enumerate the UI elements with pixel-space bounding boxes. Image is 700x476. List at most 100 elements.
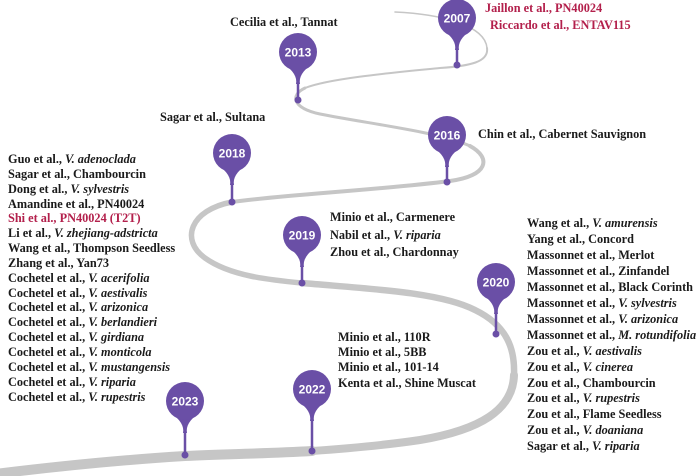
year-label: 2018 [219, 147, 246, 161]
entry-author: Cochetel et al., [8, 330, 89, 345]
entry-2018: Zhang et al., Yan73 [8, 256, 175, 271]
pin-2018: 2018 [213, 134, 251, 206]
entry-author: Shi et al., [8, 211, 60, 226]
entry-author: Massonnet et al., [527, 263, 619, 278]
road-segment [308, 371, 518, 455]
entry-author: Kenta et al., [338, 375, 405, 390]
entry-author: Cochetel et al., [8, 389, 89, 404]
entry-2018: Dong et al., V. sylvestris [8, 182, 175, 197]
road-segment [230, 144, 486, 204]
entry-subject: Flame Seedless [582, 407, 662, 422]
entry-subject: V. mustangensis [88, 359, 171, 374]
entry-subject: V. rupestris [88, 389, 146, 404]
pin-2013: 2013 [279, 33, 317, 104]
entry-subject: M. rotundifolia [618, 327, 697, 342]
entry-author: Wang et al., [527, 216, 593, 230]
entry-subject: Thompson Seedless [73, 241, 176, 256]
entry-subject: V. monticola [88, 344, 152, 359]
entry-2020: Massonnet et al., V. sylvestris [527, 296, 696, 312]
entry-2018: Sagar et al., Chambourcin [8, 167, 175, 182]
entry-2023: Cochetel et al., V. aestivalis [8, 286, 175, 301]
entry-2023: Cochetel et al., V. berlandieri [8, 315, 175, 330]
entry-subject: V. aestivalis [88, 285, 148, 300]
entry-2022: Minio et al., 101-14 [338, 360, 476, 375]
entry-author: Minio et al., [338, 330, 404, 344]
entry-author: Dong et al., [8, 181, 71, 196]
entry-subject: V. riparia [592, 439, 640, 454]
entry-author: Zou et al., [527, 359, 583, 374]
entry-2018: Amandine et al., PN40024 [8, 197, 175, 212]
entry-2018: Shi et al., PN40024 (T2T) [8, 211, 175, 226]
pin-2016: 2016 [428, 116, 466, 186]
entry-author: Nabil et al., [330, 227, 394, 242]
entry-subject: Shine Muscat [404, 375, 477, 390]
entry-2023: Cochetel et al., V. arizonica [8, 300, 175, 315]
entry-subject: V. doaniana [582, 423, 644, 438]
entry-author: Cochetel et al., [8, 270, 89, 285]
entry-subject: Chambourcin [582, 375, 656, 390]
entry-author: Cochetel et al., [8, 300, 89, 315]
entry-2020: Massonnet et al., Black Corinth [527, 280, 696, 296]
entry-subject: V. riparia [393, 227, 441, 242]
road-segment [0, 446, 317, 476]
entry-2020: Massonnet et al., Merlot [527, 248, 696, 264]
entry-subject: V. amurensis [592, 216, 658, 230]
pin-2022: 2022 [293, 370, 331, 455]
entry-subject: 5BB [403, 345, 427, 360]
entry-2020: Wang et al., V. amurensis [527, 216, 696, 232]
entry-subject: Yan73 [76, 255, 110, 270]
entry-2023: Cochetel et al., V. acerifolia [8, 271, 175, 286]
entry-2020: Massonnet et al., V. arizonica [527, 312, 696, 328]
entry-author: Yang et al., [527, 231, 589, 246]
entry-subject: V. adenoclada [65, 152, 136, 166]
entry-2020: Zou et al., V. doaniana [527, 423, 696, 439]
entry-author: Minio et al., [338, 345, 404, 360]
year-label: 2023 [172, 395, 199, 409]
entry-2013-0: Cecilia et al., Tannat [230, 15, 338, 29]
year-label: 2019 [289, 229, 316, 243]
entry-author: Sagar et al., [8, 166, 74, 181]
entry-author: Zou et al., [527, 407, 583, 422]
entry-author: Minio et al., [330, 210, 396, 224]
entry-author: Zhang et al., [8, 255, 77, 270]
entry-2022: Kenta et al., Shine Muscat [338, 376, 476, 391]
entry-author: Cochetel et al., [8, 285, 89, 300]
entry-subject: V. berlandieri [88, 315, 158, 330]
entry-2007-1: Riccardo et al., ENTAV115 [490, 18, 631, 32]
entry-2020: Massonnet et al., Zinfandel [527, 264, 696, 280]
entry-author: Zhou et al., [330, 245, 393, 259]
year-label: 2013 [285, 46, 312, 60]
entry-subject: Chardonnay [392, 245, 459, 259]
pin-2020: 2020 [477, 263, 515, 338]
entry-author: Wang et al., [8, 241, 74, 256]
entry-subject: V. cinerea [582, 359, 634, 374]
entry-subject: PN40024 (T2T) [59, 211, 141, 226]
entry-2018-label: Sagar et al., Sultana [160, 110, 266, 124]
entry-2018: Li et al., V. zhejiang-adstricta [8, 226, 175, 241]
entry-author: Zou et al., [527, 343, 583, 358]
entry-subject: V. zhejiang-adstricta [54, 226, 158, 241]
entry-subject: V. arizonica [618, 311, 679, 326]
entry-subject: PN40024 [97, 196, 145, 211]
entry-2018: Wang et al., Thompson Seedless [8, 241, 175, 256]
entry-2020: Zou et al., V. aestivalis [527, 344, 696, 360]
entry-subject: Zinfandel [618, 263, 670, 278]
entry-subject: V. sylvestris [70, 181, 130, 196]
entry-subject: Carmenere [395, 210, 456, 224]
entry-subject: V. sylvestris [618, 295, 677, 310]
entry-author: Massonnet et al., [527, 327, 619, 342]
entry-subject: V. arizonica [88, 300, 149, 315]
road-segment [298, 279, 518, 379]
entry-2022: Minio et al., 5BB [338, 345, 476, 360]
entry-author: Massonnet et al., [527, 247, 619, 262]
entry-author: Li et al., [8, 226, 55, 241]
entry-subject: Black Corinth [618, 279, 694, 294]
entry-2022: Minio et al., 110R [338, 330, 476, 345]
entry-2020: Sagar et al., V. riparia [527, 439, 696, 455]
year-label: 2007 [444, 12, 471, 26]
